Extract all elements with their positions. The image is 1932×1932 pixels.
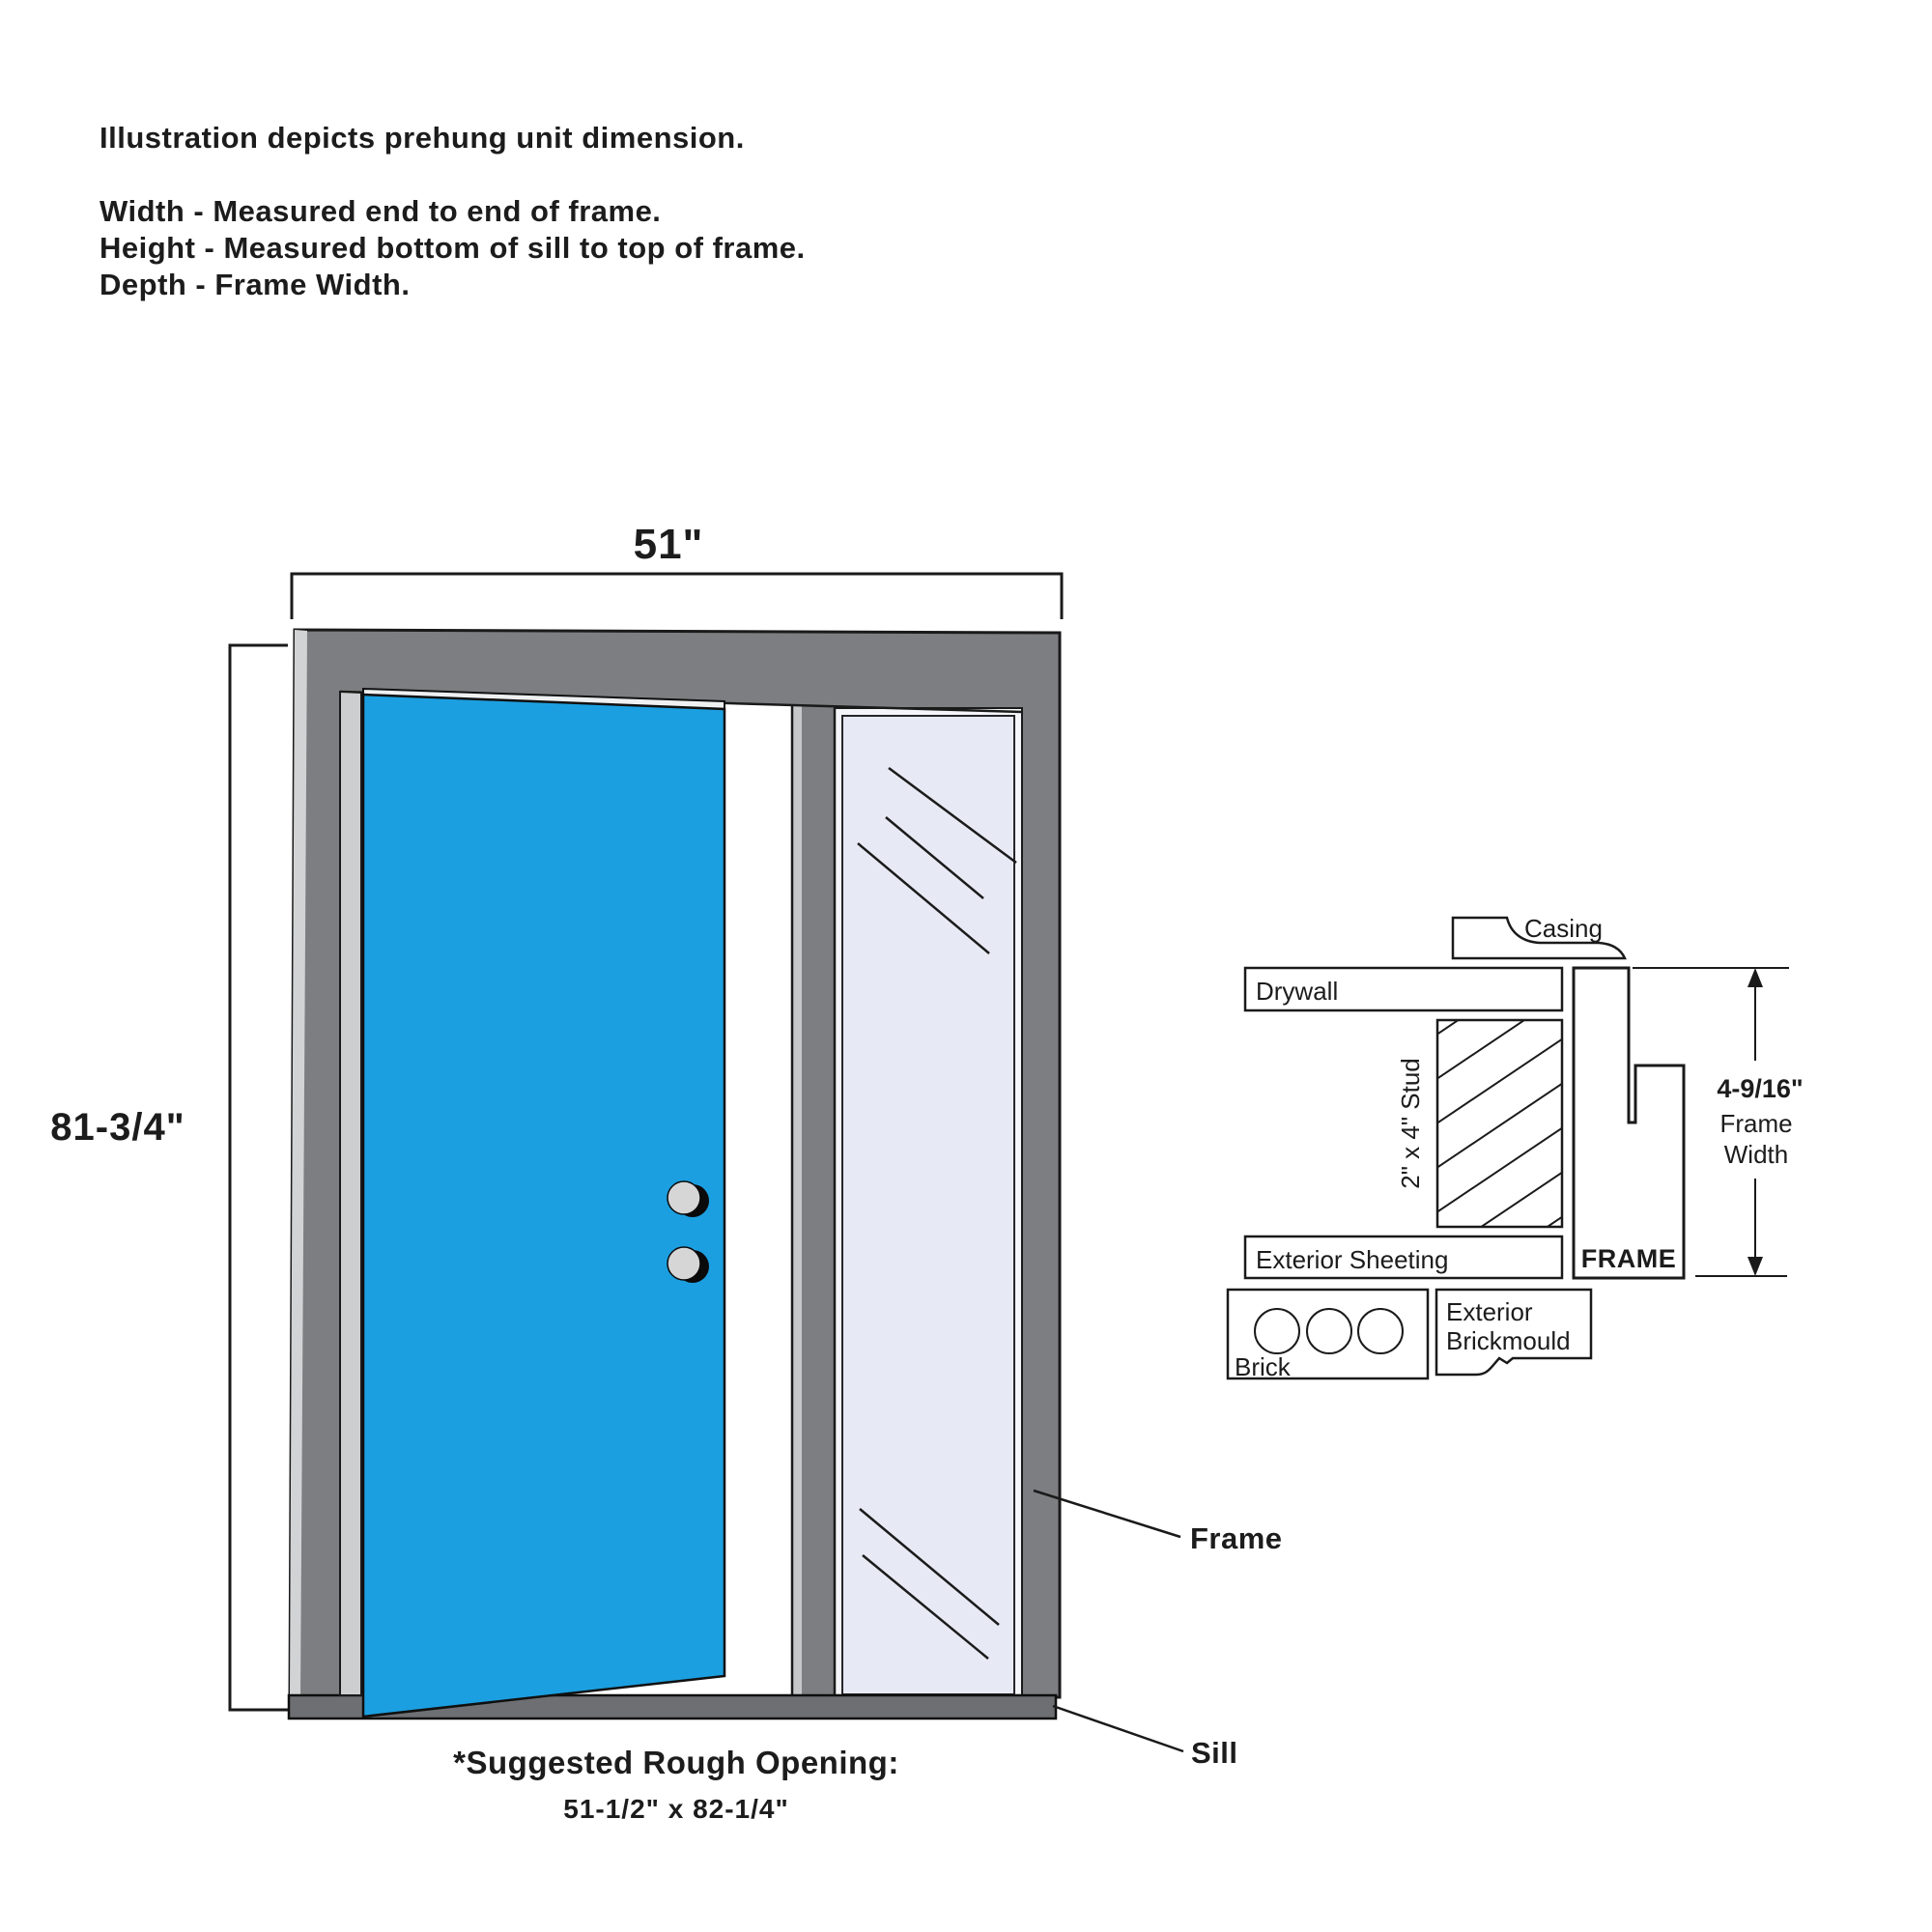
brick-hole bbox=[1357, 1308, 1404, 1354]
reflection-line bbox=[859, 1508, 1000, 1626]
frame-width-dimension: 4-9/16" Frame Width bbox=[1633, 967, 1804, 1277]
intro-text-block: Illustration depicts prehung unit dimens… bbox=[99, 121, 806, 301]
stud-box bbox=[1435, 1018, 1564, 1229]
arrow-down-icon bbox=[1747, 1257, 1763, 1276]
rough-opening-value: 51-1/2" x 82-1/4" bbox=[563, 1794, 788, 1824]
frame-label: Frame bbox=[1190, 1521, 1283, 1555]
casing-label: Casing bbox=[1524, 914, 1603, 943]
reflection-line bbox=[857, 842, 990, 954]
drywall-box bbox=[1243, 966, 1564, 1012]
sidelite-glass bbox=[841, 715, 1015, 1695]
width-dimension: 51" bbox=[290, 521, 1064, 619]
frame-callout: Frame bbox=[1033, 1489, 1283, 1555]
frame-width-caption-2: Width bbox=[1724, 1140, 1788, 1169]
door-unit bbox=[287, 628, 1062, 1720]
casing-profile bbox=[1451, 916, 1627, 960]
width-dimension-label: 51" bbox=[634, 521, 704, 568]
glass-reflections-upper bbox=[857, 766, 1017, 954]
rough-opening-note: *Suggested Rough Opening: 51-1/2" x 82-1… bbox=[453, 1745, 899, 1824]
sill-leader-line bbox=[1052, 1704, 1184, 1753]
handle-knob bbox=[667, 1246, 701, 1281]
cross-section-detail: Casing Drywall 2" x 4" Stud Exterior She… bbox=[1226, 914, 1804, 1381]
door-panel bbox=[361, 693, 726, 1719]
glass-reflections-lower bbox=[859, 1508, 1000, 1660]
reflection-line bbox=[862, 1554, 989, 1660]
width-dimension-line bbox=[290, 572, 1064, 619]
intro-line-1: Illustration depicts prehung unit dimens… bbox=[99, 121, 745, 155]
intro-line-2: Width - Measured end to end of frame. bbox=[99, 194, 661, 228]
brick-label: Brick bbox=[1235, 1352, 1292, 1381]
height-dimension-label: 81-3/4" bbox=[50, 1106, 185, 1149]
height-dimension-line bbox=[228, 643, 288, 1712]
exterior-brickmould-label-1: Exterior bbox=[1446, 1297, 1533, 1326]
drywall-label: Drywall bbox=[1256, 977, 1338, 1006]
sill-label: Sill bbox=[1191, 1736, 1238, 1770]
height-dimension: 81-3/4" bbox=[50, 643, 288, 1712]
hinge-strip bbox=[339, 690, 362, 1696]
brick-hole bbox=[1306, 1308, 1352, 1354]
exterior-sheeting-box bbox=[1243, 1235, 1564, 1280]
rough-opening-title: *Suggested Rough Opening: bbox=[453, 1745, 899, 1780]
brick-hole bbox=[1254, 1308, 1300, 1354]
door-frame-left-bevel bbox=[290, 630, 307, 1697]
deadbolt-knob bbox=[667, 1180, 701, 1215]
stud-hatching bbox=[1438, 1021, 1561, 1226]
intro-line-3: Height - Measured bottom of sill to top … bbox=[99, 231, 806, 265]
exterior-brickmould-label-2: Brickmould bbox=[1446, 1326, 1571, 1355]
exterior-brickmould-box bbox=[1435, 1288, 1593, 1377]
intro-line-4: Depth - Frame Width. bbox=[99, 268, 410, 301]
brick-box bbox=[1226, 1288, 1430, 1380]
arrow-up-icon bbox=[1747, 968, 1763, 987]
frame-leader-line bbox=[1033, 1489, 1181, 1539]
sill-callout: Sill bbox=[1052, 1704, 1238, 1770]
door-hardware bbox=[667, 1180, 709, 1283]
frame-width-value: 4-9/16" bbox=[1717, 1074, 1803, 1103]
frame-width-caption-1: Frame bbox=[1719, 1109, 1792, 1138]
brick-holes bbox=[1254, 1308, 1404, 1354]
reflection-line bbox=[888, 766, 1017, 865]
reflection-line bbox=[885, 816, 984, 899]
stud-label: 2" x 4" Stud bbox=[1396, 1058, 1425, 1189]
frame-profile-label: FRAME bbox=[1581, 1244, 1677, 1273]
exterior-sheeting-label: Exterior Sheeting bbox=[1256, 1245, 1448, 1274]
frame-profile bbox=[1572, 966, 1686, 1280]
mullion-sliver bbox=[793, 706, 802, 1696]
